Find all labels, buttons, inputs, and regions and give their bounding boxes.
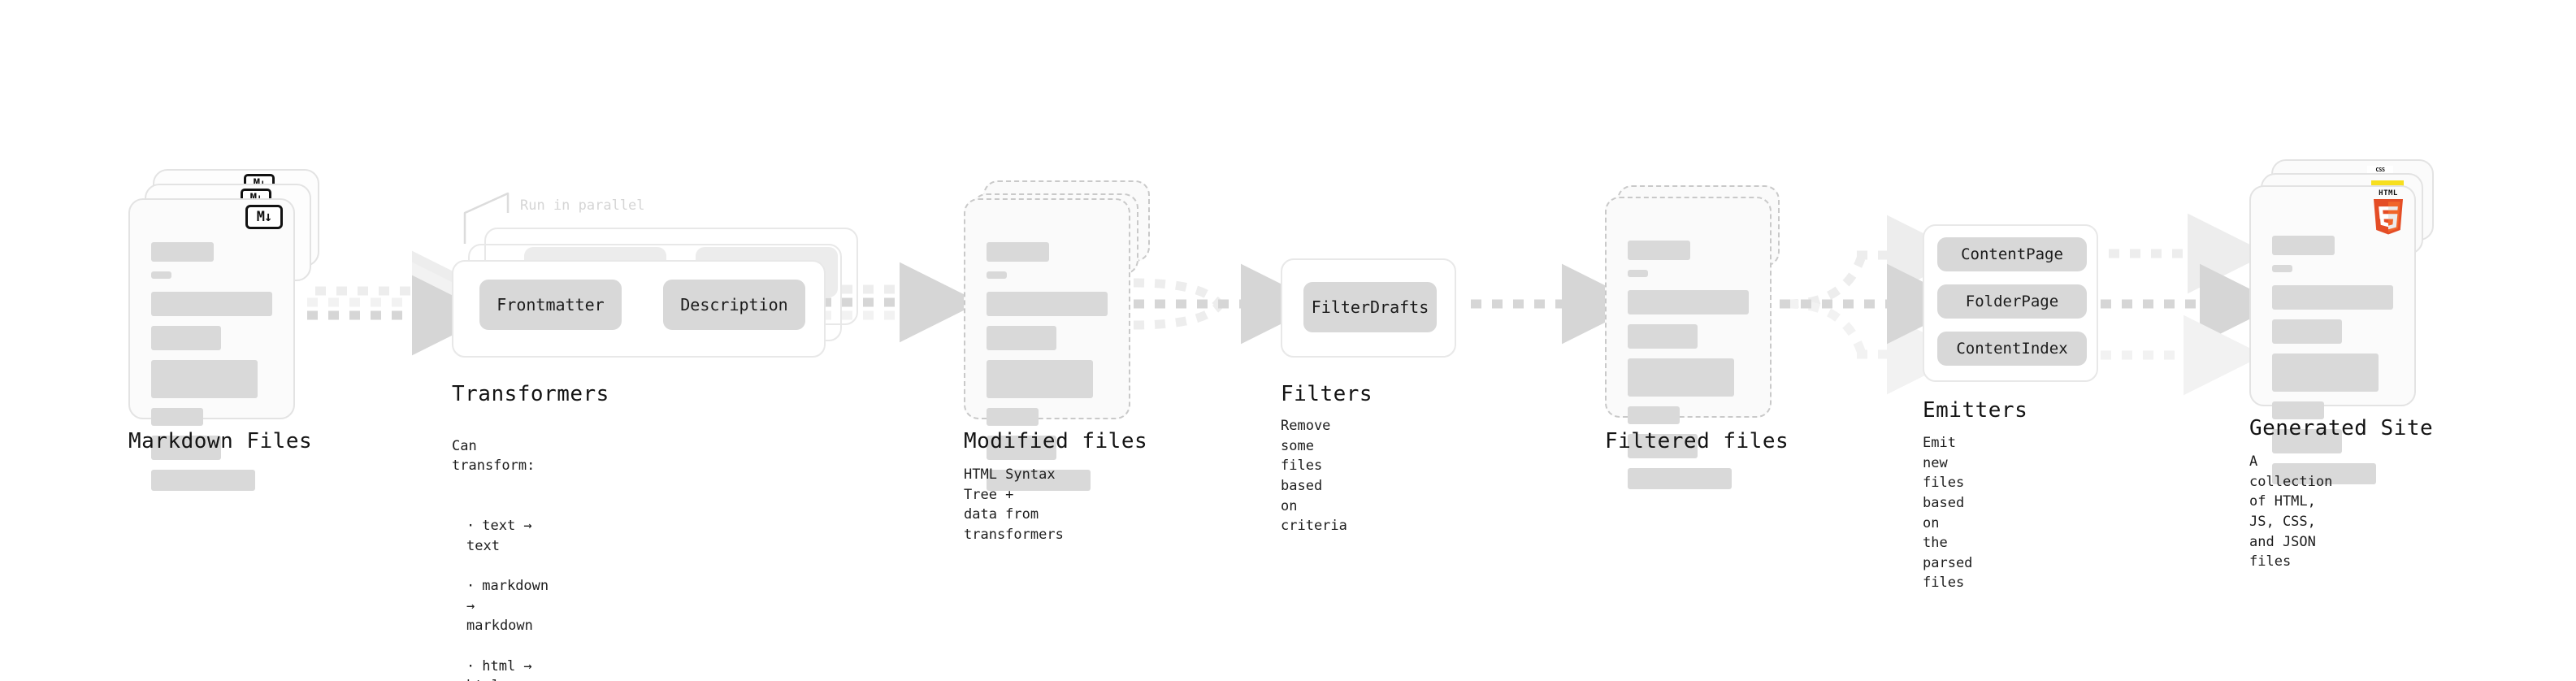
skeleton-row (1628, 406, 1680, 424)
transformers-bullet: html → html (466, 657, 549, 681)
arrow-filtered-to-emitters (1780, 215, 1967, 395)
caption-modified-files: Modified files (964, 429, 1148, 453)
chip-filterdrafts[interactable]: FilterDrafts (1303, 282, 1437, 332)
arrow-modified-to-filters (1133, 263, 1321, 345)
site-card-front (2249, 185, 2416, 484)
skeleton-title (987, 242, 1050, 262)
skeleton-row (987, 360, 1094, 398)
skeleton-row (987, 436, 1057, 460)
emitters-group: ContentPage FolderPage ContentIndex (1923, 224, 2098, 382)
transformer-group-front: Frontmatter Description (452, 260, 826, 358)
skeleton-row (987, 408, 1039, 426)
skeleton-row (2272, 285, 2393, 310)
arrow-emitters-to-site (2101, 213, 2280, 396)
skeleton-subtitle (151, 271, 172, 279)
site-card-skeleton (2272, 236, 2393, 484)
skeleton-subtitle (1628, 270, 1649, 277)
caption-filtered-files: Filtered files (1605, 429, 1789, 453)
skeleton-row (1628, 468, 1733, 489)
markdown-icon: M↓ (245, 205, 283, 229)
skeleton-row (2272, 429, 2343, 453)
skeleton-row (2272, 319, 2343, 344)
caption-generated-site: Generated Site (2249, 416, 2434, 440)
transformers-bullet: text → text (466, 516, 549, 556)
skeleton-row (2272, 401, 2325, 419)
skeleton-row (1628, 324, 1698, 349)
skeleton-title (2272, 236, 2335, 255)
skeleton-row (1628, 434, 1698, 458)
skeleton-title (1628, 241, 1691, 260)
html5-icon-wordmark: HTML (2379, 189, 2398, 197)
skeleton-row (151, 408, 204, 426)
caption-markdown-files: Markdown Files (128, 429, 313, 453)
modified-card-skeleton (987, 242, 1108, 491)
filtered-card-skeleton (1628, 241, 1749, 489)
caption-transformers: Transformers (452, 382, 609, 406)
markdown-card-front (128, 198, 295, 491)
arrow-transformers-to-modified (821, 262, 980, 343)
run-in-parallel-bracket (463, 192, 510, 244)
skeleton-row (987, 326, 1057, 350)
skeleton-row (151, 360, 258, 398)
modified-card-front (964, 198, 1130, 491)
filtered-card-front (1605, 197, 1772, 489)
chip-contentindex[interactable]: ContentIndex (1937, 332, 2087, 366)
skeleton-subtitle (987, 271, 1008, 279)
run-in-parallel-label: Run in parallel (520, 197, 645, 214)
transformers-description: Can transform: text → text markdown → ma… (452, 416, 549, 681)
skeleton-subtitle (2272, 265, 2293, 272)
caption-emitters: Emitters (1923, 398, 2028, 423)
filters-description: Remove some files based on criteria (1281, 418, 1347, 535)
filters-group: FilterDrafts (1281, 258, 1456, 358)
skeleton-row (151, 470, 256, 491)
chip-frontmatter[interactable]: Frontmatter (479, 280, 622, 330)
skeleton-row (2272, 463, 2377, 484)
skeleton-row (2272, 354, 2379, 392)
transformers-description-heading: Can transform: (452, 437, 536, 475)
html5-icon: HTML (2372, 190, 2405, 240)
modified-files-description: HTML Syntax Tree + data from transformer… (964, 466, 1064, 543)
generated-site-description: A collection of HTML, JS, CSS, and JSON … (2249, 453, 2333, 570)
chip-folderpage[interactable]: FolderPage (1937, 284, 2087, 319)
skeleton-row (151, 292, 272, 316)
skeleton-row (987, 470, 1091, 491)
skeleton-row (1628, 290, 1749, 314)
skeleton-row (151, 326, 222, 350)
skeleton-row (151, 436, 222, 460)
transformers-bullet: markdown → markdown (466, 576, 549, 636)
transformers-bullet-list: text → text markdown → markdown html → h… (452, 497, 549, 681)
chip-contentpage[interactable]: ContentPage (1937, 237, 2087, 271)
skeleton-row (987, 292, 1108, 316)
chip-description[interactable]: Description (663, 280, 805, 330)
markdown-card-skeleton (151, 242, 272, 491)
html5-shield-icon (2374, 199, 2403, 235)
skeleton-title (151, 242, 215, 262)
arrow-markdown-to-transformers (307, 250, 492, 356)
emitters-description: Emit new files based on the parsed files (1923, 435, 1973, 592)
skeleton-row (1628, 358, 1735, 397)
caption-filters: Filters (1281, 382, 1373, 406)
